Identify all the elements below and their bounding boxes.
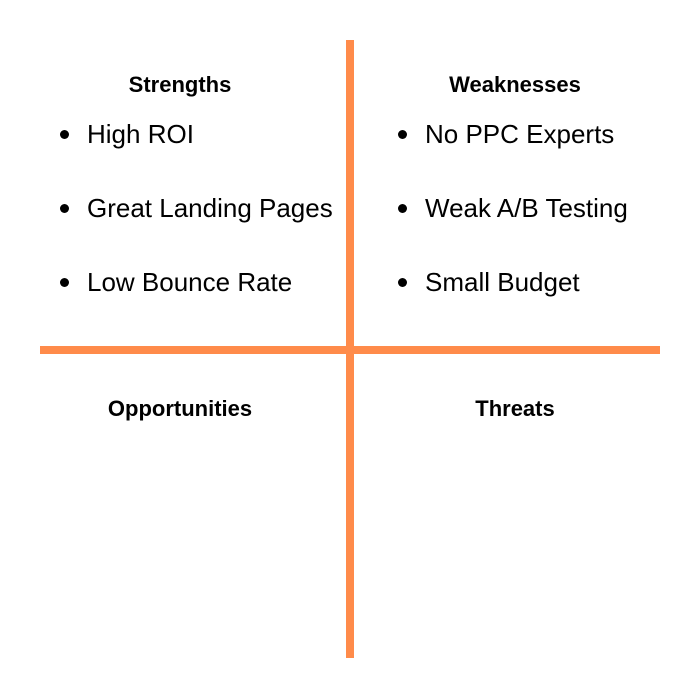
- strengths-title: Strengths: [128, 72, 232, 97]
- bullet-icon: [60, 278, 69, 287]
- bullet-icon: [60, 204, 69, 213]
- threats-title: Threats: [475, 396, 555, 421]
- list-item: Weak A/B Testing: [398, 192, 665, 224]
- list-item-label: No PPC Experts: [425, 119, 615, 149]
- list-item: Small Budget: [398, 266, 665, 298]
- horizontal-divider: [40, 346, 660, 354]
- list-item: No PPC Experts: [398, 118, 665, 150]
- list-item-label: Low Bounce Rate: [87, 267, 293, 297]
- opportunities-title: Opportunities: [107, 396, 253, 421]
- weaknesses-quadrant: Weaknesses No PPC Experts Weak A/B Testi…: [365, 70, 665, 340]
- list-item: Low Bounce Rate: [60, 266, 330, 298]
- list-item-label: Small Budget: [425, 267, 580, 297]
- list-item: Great Landing Pages: [60, 192, 333, 224]
- weaknesses-title: Weaknesses: [449, 72, 581, 97]
- list-item: High ROI: [60, 118, 330, 150]
- list-item-label: Great Landing Pages: [87, 193, 333, 223]
- bullet-icon: [398, 130, 407, 139]
- bullet-icon: [398, 204, 407, 213]
- weaknesses-list: No PPC Experts Weak A/B Testing Small Bu…: [398, 118, 665, 298]
- list-item-label: Weak A/B Testing: [425, 193, 628, 223]
- bullet-icon: [60, 130, 69, 139]
- opportunities-quadrant: Opportunities: [30, 394, 330, 424]
- bullet-icon: [398, 278, 407, 287]
- strengths-quadrant: Strengths High ROI Great Landing Pages L…: [30, 70, 333, 340]
- strengths-list: High ROI Great Landing Pages Low Bounce …: [60, 118, 333, 298]
- list-item-label: High ROI: [87, 119, 194, 149]
- threats-quadrant: Threats: [365, 394, 665, 424]
